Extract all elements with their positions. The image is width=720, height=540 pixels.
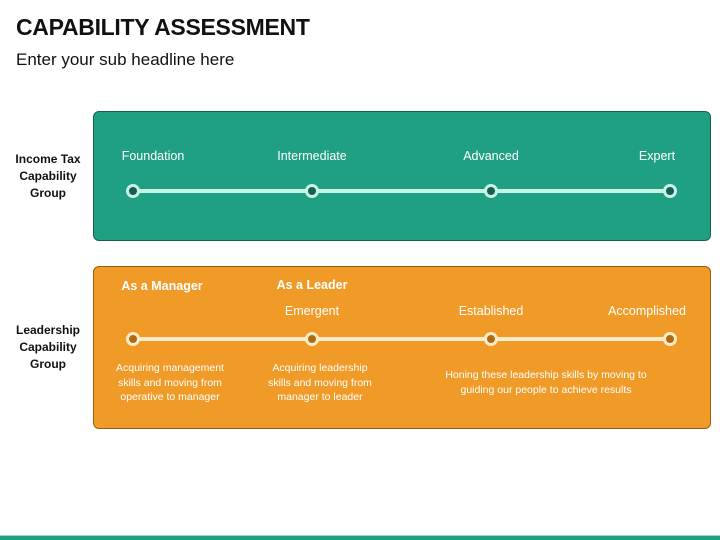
role-leader: As a Leader — [276, 278, 348, 292]
label-line: Group — [30, 186, 66, 200]
level-advanced: Advanced — [463, 149, 519, 163]
timeline-line — [133, 337, 671, 341]
income-tax-group-label: Income Tax Capability Group — [8, 151, 88, 202]
desc-manager: Acquiring management skills and moving f… — [90, 361, 250, 405]
node-foundation — [126, 184, 140, 198]
level-foundation: Foundation — [121, 149, 185, 163]
node-expert — [663, 184, 677, 198]
desc-line: skills and moving from — [118, 376, 222, 389]
desc-line: Honing these leadership skills by moving… — [445, 369, 647, 381]
page-title: CAPABILITY ASSESSMENT — [16, 14, 310, 40]
label-line: Group — [30, 357, 66, 371]
label-line: Leadership — [15, 323, 81, 337]
level-expert: Expert — [638, 149, 676, 163]
leadership-group-label: Leadership Capability Group — [8, 322, 88, 373]
desc-line: Acquiring leadership — [272, 362, 368, 374]
timeline-line — [133, 189, 671, 193]
node-emergent — [305, 332, 319, 346]
level-established: Established — [458, 304, 524, 318]
footer-bar — [0, 535, 720, 540]
level-accomplished: Accomplished — [608, 304, 686, 318]
node-established — [484, 332, 498, 346]
desc-established-accomplished: Honing these leadership skills by moving… — [416, 368, 676, 397]
role-manager: As a Manager — [121, 279, 203, 293]
node-manager — [126, 332, 140, 346]
page-subtitle: Enter your sub headline here — [16, 50, 235, 69]
desc-leader: Acquiring leadership skills and moving f… — [240, 361, 400, 405]
node-advanced — [484, 184, 498, 198]
desc-line: operative to manager — [120, 391, 220, 403]
label-line: Capability — [19, 340, 77, 354]
desc-line: skills and moving from — [268, 376, 372, 389]
label-line: Capability — [19, 169, 77, 183]
level-emergent: Emergent — [284, 304, 340, 318]
desc-line: Acquiring management — [116, 362, 224, 374]
desc-line: manager to leader — [277, 391, 363, 403]
leadership-panel: As a Manager As a Leader Emergent Establ… — [93, 266, 711, 429]
node-accomplished — [663, 332, 677, 346]
node-intermediate — [305, 184, 319, 198]
level-intermediate: Intermediate — [277, 149, 347, 163]
desc-line: guiding our people to achieve results — [460, 383, 632, 396]
label-line: Income Tax — [15, 152, 81, 166]
income-tax-panel: Foundation Intermediate Advanced Expert — [93, 111, 711, 241]
